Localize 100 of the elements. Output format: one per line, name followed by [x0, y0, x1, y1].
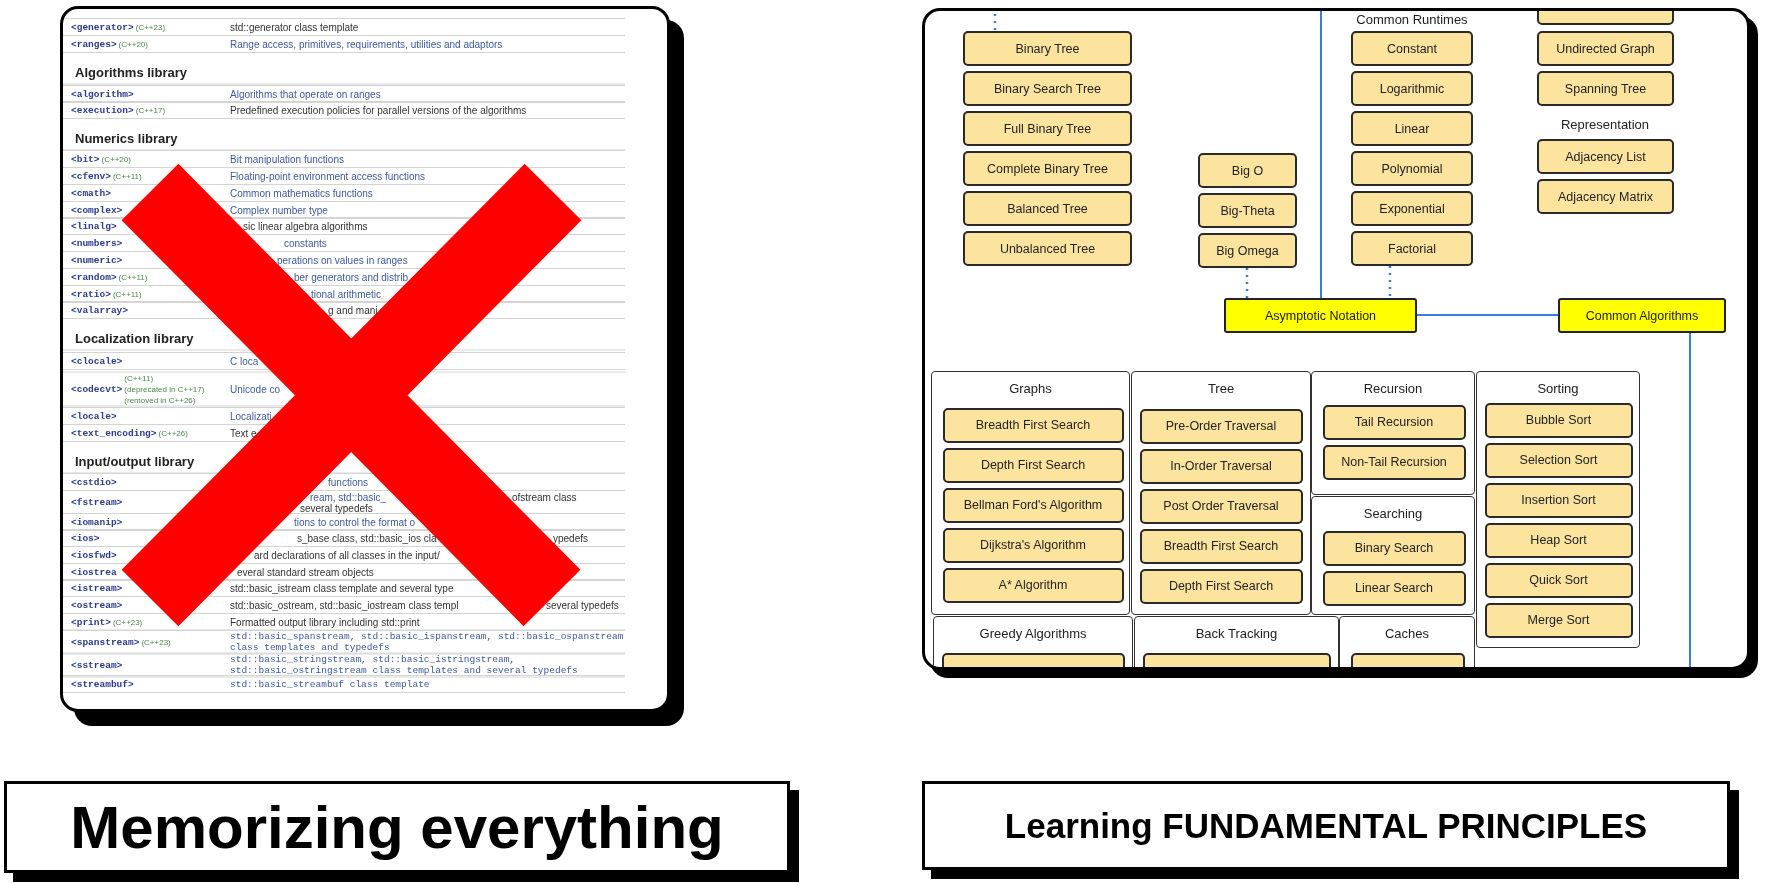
description-text: std::basic_ostream, std::basic_iostream class templ: [230, 599, 459, 611]
topic-box: [1351, 31, 1473, 66]
header-name-link: <cmath>: [71, 187, 111, 199]
topic-label: Post Order Traversal: [1163, 499, 1279, 513]
topic-label: Binary Search: [1354, 541, 1434, 555]
header-name-link: <ranges>: [71, 38, 117, 50]
topic-box: [1351, 111, 1473, 146]
connector-line: [1416, 314, 1559, 316]
main-topic-box: [1558, 298, 1726, 333]
description-text: Text e: [230, 427, 257, 439]
group-title: Greedy Algorithms: [978, 626, 1088, 641]
header-name-link: <iomanip>: [71, 516, 123, 528]
header-name-link: <ios>: [71, 532, 100, 544]
topic-label: Depth First Search: [1168, 579, 1274, 593]
topic-label: Depth First Search: [980, 458, 1086, 472]
description-text: several typedefs: [546, 599, 619, 611]
header-name-link: <valarray>: [71, 304, 128, 316]
description-text: ofstream class: [512, 491, 577, 503]
topic-box: [942, 447, 1124, 483]
topic-box: [1537, 31, 1674, 66]
topic-box: [1537, 179, 1674, 214]
topic-box: [1351, 71, 1473, 106]
topic-label: Full Binary Tree: [1003, 121, 1092, 136]
dotted-connector: [1388, 266, 1392, 298]
group-title: Caches: [1383, 626, 1431, 641]
topic-box: [963, 151, 1132, 186]
version-tag: (C++23): [112, 617, 143, 627]
topic-box: [1198, 193, 1297, 228]
section-heading: Localization library: [75, 330, 194, 346]
topic-label: Selection Sort: [1519, 453, 1598, 467]
connector-line: [1320, 11, 1322, 299]
group-title: Recursion: [1362, 381, 1424, 396]
version-tag: (C++11): [118, 272, 148, 282]
description-link: tional arithmetic: [311, 288, 382, 300]
description-link: ber generators and distrib: [294, 271, 408, 283]
topic-label: Quick Sort: [1529, 573, 1588, 587]
topic-label: Binary Tree: [1015, 41, 1080, 56]
description-link: C loca: [230, 355, 259, 367]
section-heading: Input/output library: [75, 453, 195, 469]
topic-box: [963, 231, 1132, 266]
version-tag: (C++11): [112, 171, 142, 181]
section-heading: Numerics library: [75, 130, 178, 146]
topic-label: Binary Search Tree: [994, 81, 1101, 96]
topic-box: [1484, 562, 1633, 598]
topic-label: A* Algorithm: [998, 578, 1068, 592]
topic-box: [963, 71, 1132, 106]
header-name-link: <numbers>: [71, 237, 123, 249]
header-name-link: <algorithm>: [71, 88, 134, 100]
description-text: ard declarations of all classes in the input/: [254, 549, 440, 561]
caption-text: Memorizing everything: [70, 792, 724, 862]
header-name-link: <locale>: [71, 410, 117, 422]
group-panel: [931, 371, 1130, 615]
header-name-link: <bit>: [71, 153, 100, 165]
version-tag: (deprecated in C++17): [124, 383, 205, 395]
topic-box: [942, 407, 1124, 443]
topic-box: [1139, 568, 1303, 604]
description-link: Common mathematics functions: [230, 187, 373, 199]
version-tag: (C++26): [158, 428, 188, 438]
topic-label: Spanning Tree: [1564, 81, 1647, 96]
topic-box: [1351, 231, 1473, 266]
description-text: s_base class, std::basic_ios cla: [297, 532, 437, 544]
version-tag: (C++11): [124, 372, 205, 384]
topic-label: Constant: [1387, 41, 1437, 56]
description-link: constants: [284, 237, 327, 249]
topic-box: [1537, 71, 1674, 106]
topic-box: [1484, 442, 1633, 478]
group-title: Graphs: [1008, 381, 1053, 396]
description-text: std::basic_istream class template and several type: [230, 582, 454, 594]
header-name-link: <iostrea: [71, 566, 117, 578]
description-link: Range access, primitives, requirements, utilities and adaptors: [230, 38, 503, 50]
topic-label: Polynomial: [1381, 161, 1443, 176]
topic-label: Exponential: [1379, 201, 1445, 216]
topic-box: [1537, 139, 1674, 174]
topic-label: Dijkstra's Algorithm: [980, 538, 1086, 552]
topic-box: [942, 527, 1124, 563]
topic-box: [1484, 402, 1633, 438]
version-tag: (C++20): [118, 39, 148, 49]
header-name-link: <streambuf>: [71, 678, 134, 690]
group-heading: Common Runtimes: [1356, 11, 1468, 27]
topic-label: Bellman Ford's Algorithm: [963, 498, 1103, 512]
header-name-link: <cfenv>: [71, 170, 111, 182]
connector-line: [1689, 332, 1691, 667]
topic-box: [1139, 448, 1303, 484]
topic-label: Heap Sort: [1530, 533, 1587, 547]
group-panel: [1311, 371, 1475, 495]
description-text: Formatted output library including std::print: [230, 616, 420, 628]
header-name-link: <ostream>: [71, 599, 123, 611]
topic-label: Big Omega: [1216, 243, 1279, 258]
version-tag: (C++20): [101, 154, 131, 164]
topic-box: [1322, 444, 1466, 480]
header-name-link: <numeric>: [71, 254, 123, 266]
topic-label: Tail Recursion: [1354, 415, 1434, 429]
topic-box: [1139, 408, 1303, 444]
topic-label: In-Order Traversal: [1170, 459, 1272, 473]
description-text: everal standard stream objects: [237, 566, 374, 578]
topic-label: Unbalanced Tree: [999, 241, 1096, 256]
topic-label: Breadth First Search: [975, 418, 1091, 432]
topic-box: [1484, 602, 1633, 638]
topic-box: [1198, 153, 1297, 188]
topic-box: [942, 487, 1124, 523]
